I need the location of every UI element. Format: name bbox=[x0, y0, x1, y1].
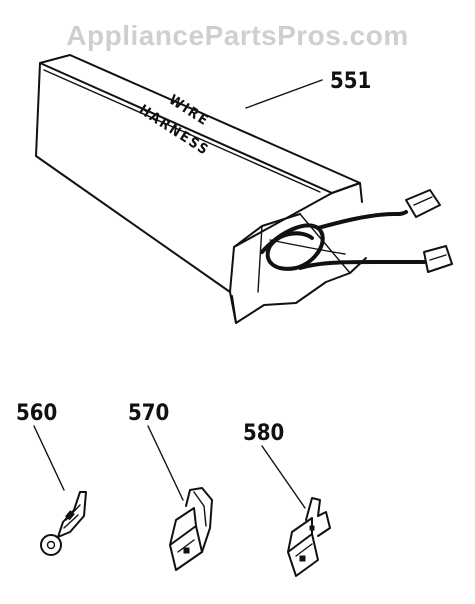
harness-terminal-lower bbox=[423, 245, 453, 273]
box-inner-edge bbox=[257, 225, 263, 293]
box-end-flap bbox=[331, 182, 363, 203]
harness-terminal-upper bbox=[405, 189, 441, 218]
wire-lead-upper bbox=[316, 210, 408, 230]
spade-terminal[interactable] bbox=[287, 497, 331, 577]
callout-570: 570 bbox=[128, 401, 169, 426]
flag-terminal[interactable] bbox=[169, 487, 213, 571]
box-edge-line bbox=[43, 69, 321, 193]
wire-coil bbox=[260, 223, 325, 271]
leader-line-570 bbox=[147, 425, 184, 501]
leader-line-560 bbox=[33, 425, 65, 491]
leader-line-580 bbox=[261, 445, 306, 509]
harness-wires bbox=[260, 210, 426, 271]
box-bottom-flap bbox=[231, 295, 237, 324]
ring-terminal[interactable] bbox=[40, 491, 87, 556]
callout-560: 560 bbox=[16, 401, 57, 426]
wire-harness-box[interactable]: WIRE HARNESS bbox=[35, 54, 367, 324]
wire-lead-lower bbox=[298, 260, 426, 270]
wire-strand bbox=[269, 239, 346, 255]
box-bottom-flap bbox=[229, 272, 351, 324]
watermark: AppliancePartsPros.com bbox=[66, 20, 409, 51]
callout-551: 551 bbox=[330, 69, 371, 94]
leader-line-551 bbox=[245, 79, 323, 109]
callout-580: 580 bbox=[243, 421, 284, 446]
